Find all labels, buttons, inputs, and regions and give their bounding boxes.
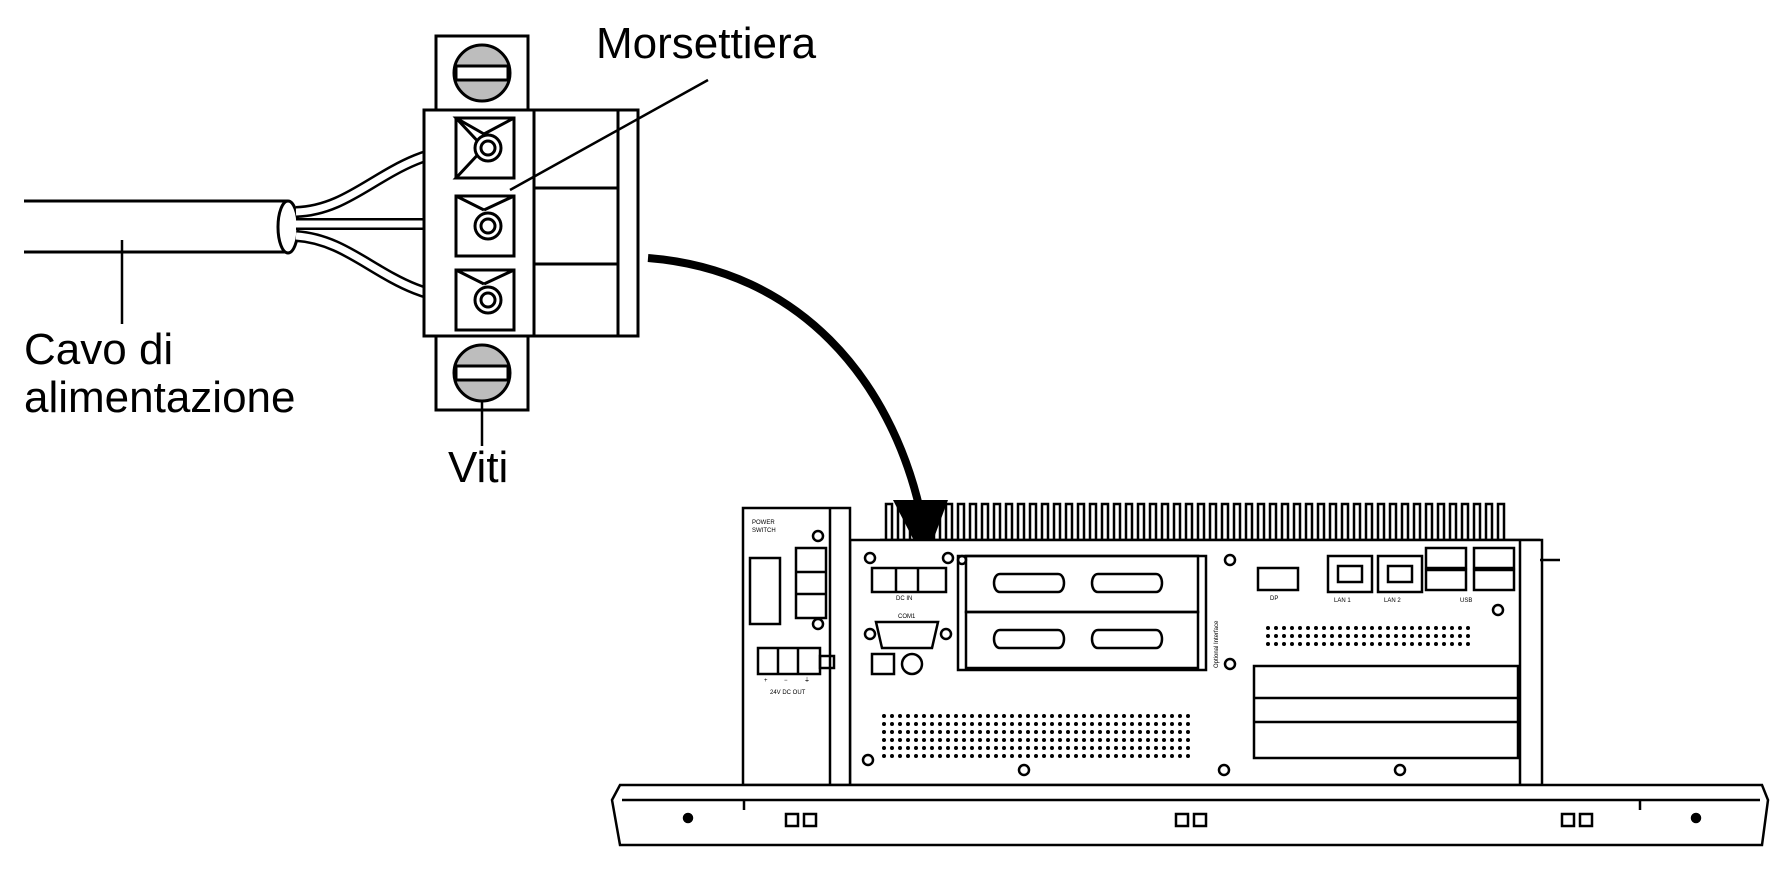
- terminal-slot: [454, 194, 516, 258]
- power-cable-label-line-1: Cavo di: [24, 325, 174, 374]
- usb-label: USB: [1460, 598, 1472, 604]
- label-leaders: [480, 78, 709, 446]
- heatsink-fins: [884, 502, 1506, 540]
- terminal-block-label: Morsettiera: [596, 19, 817, 68]
- terminal-slot: [454, 268, 516, 332]
- power-cable-label: Cavo di alimentazione: [24, 325, 296, 423]
- vent-grille: [1262, 626, 1472, 646]
- power-switch-label-2: SWITCH: [752, 528, 776, 534]
- screw-icon: [452, 43, 512, 103]
- terminal-slot: [452, 116, 516, 180]
- power-cable: [24, 142, 475, 324]
- dc-in-label: DC IN: [896, 596, 912, 602]
- screw-icon: [452, 343, 512, 403]
- terminal-block: [422, 34, 640, 412]
- lan1-label: LAN 1: [1334, 598, 1351, 604]
- device-body: [610, 502, 1770, 847]
- polarity-label-minus: −: [784, 678, 788, 684]
- power-switch-label: POWER: [752, 520, 775, 526]
- power-cable-label-line-2: alimentazione: [24, 373, 296, 423]
- lan2-label: LAN 2: [1384, 598, 1401, 604]
- dc-out-label: 24V DC OUT: [770, 690, 806, 696]
- polarity-label-plus: +: [764, 678, 768, 684]
- screws-label: Viti: [448, 443, 509, 492]
- vent-grille: [880, 712, 1190, 762]
- optional-interface-label: Optional Interface: [1214, 620, 1220, 668]
- device-labels: POWER SWITCH + − ⏚ 24V DC OUT DC IN COM1…: [752, 520, 1472, 696]
- com1-label: COM1: [898, 614, 916, 620]
- polarity-label-ground: ⏚: [804, 677, 810, 684]
- dp-label: DP: [1270, 596, 1278, 602]
